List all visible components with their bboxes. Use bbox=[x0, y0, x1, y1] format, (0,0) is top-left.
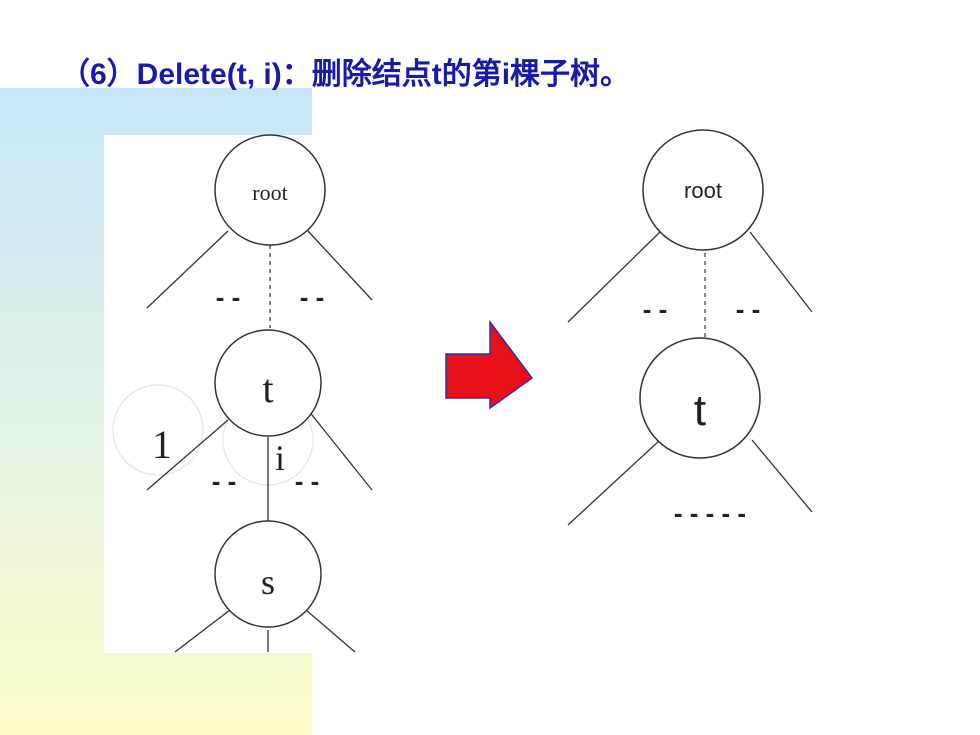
root-right-edge bbox=[307, 230, 373, 301]
s-left-edge bbox=[174, 609, 231, 653]
arrow-icon bbox=[445, 319, 534, 410]
s-right-edge bbox=[305, 609, 356, 653]
t-left-edge bbox=[146, 419, 229, 491]
after-t-left-edge bbox=[567, 439, 661, 526]
before-root-dashes-left: - - bbox=[216, 282, 241, 312]
ghost-circle-1 bbox=[112, 384, 204, 476]
before-root-label: root bbox=[252, 180, 287, 205]
slide-title: （6）Delete(t, i)：删除结点t的第i棵子树。 bbox=[60, 58, 631, 91]
after-root-label: root bbox=[684, 178, 722, 203]
before-s-label: s bbox=[261, 562, 275, 602]
after-t-dashes: - - - - - bbox=[674, 498, 746, 528]
before-branch-1-label: 1 bbox=[152, 422, 172, 467]
after-tree: root - - - - t - - - - - bbox=[567, 129, 813, 528]
root-left-edge bbox=[146, 230, 229, 309]
before-s-node bbox=[214, 520, 322, 628]
before-root-dashes-right: - - bbox=[300, 282, 325, 312]
t-right-edge bbox=[307, 409, 373, 491]
before-t-node bbox=[214, 329, 322, 437]
before-t-dashes-left: - - bbox=[212, 466, 237, 496]
after-t-right-edge bbox=[751, 439, 813, 513]
after-root-node bbox=[642, 129, 764, 251]
before-root-node bbox=[214, 134, 326, 246]
after-root-right-edge bbox=[749, 231, 813, 313]
after-root-dashes-right: - - bbox=[736, 294, 761, 324]
after-t-label: t bbox=[694, 386, 706, 435]
before-t-label: t bbox=[262, 366, 273, 411]
before-t-dashes-right: - - bbox=[295, 466, 320, 496]
after-root-dashes-left: - - bbox=[643, 294, 668, 324]
after-t-node bbox=[639, 337, 761, 459]
before-tree: root - - - - t 1 i - - - - s bbox=[112, 134, 373, 653]
after-root-left-edge bbox=[567, 231, 661, 323]
right-arrow-shape bbox=[445, 319, 534, 410]
before-branch-i-label: i bbox=[275, 438, 285, 478]
